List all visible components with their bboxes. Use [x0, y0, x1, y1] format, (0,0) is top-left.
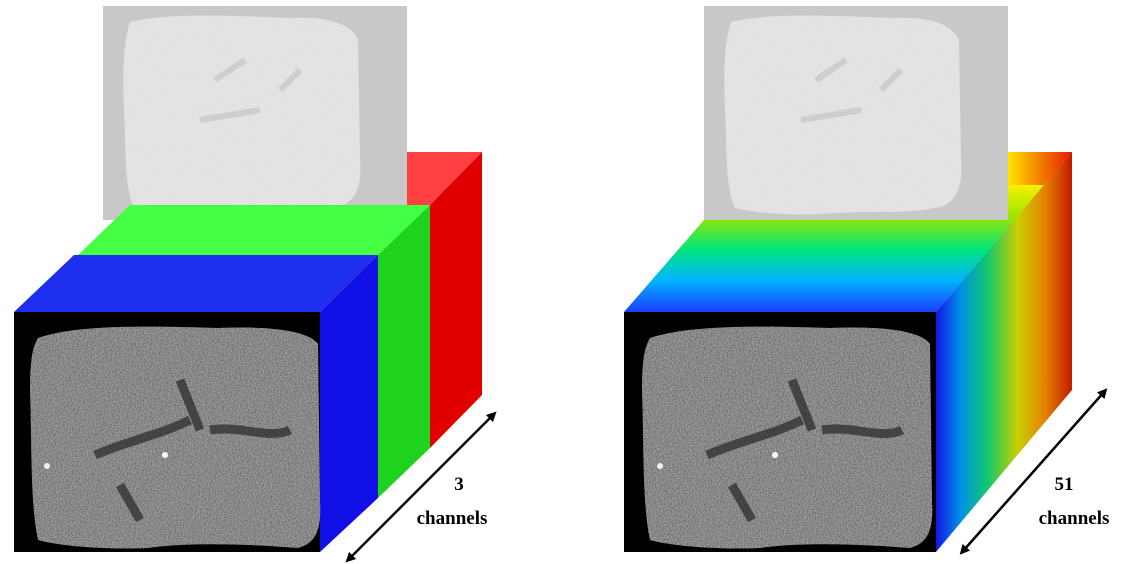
channel-word-label: channels: [417, 508, 488, 529]
back-slice-image: [704, 6, 1008, 220]
spectral-back-edge: [1008, 152, 1072, 185]
back-slice-image: [103, 6, 407, 220]
channel-word-label: channels: [1039, 508, 1110, 529]
hyperspectral-cube-diagram: 51 channels: [624, 6, 1110, 555]
channel-count-label: 3: [454, 474, 464, 495]
channel-depth-arrow: [345, 411, 497, 563]
channel-count-label: 51: [1055, 474, 1074, 495]
red-channel-layer: [407, 152, 482, 448]
front-slice-image: [624, 312, 936, 552]
spectral-top-face: [624, 185, 1044, 312]
rgb-cube-diagram: 3 channels: [14, 6, 497, 563]
channel-depth-arrow: [959, 388, 1108, 555]
front-slice-image: [14, 312, 321, 552]
